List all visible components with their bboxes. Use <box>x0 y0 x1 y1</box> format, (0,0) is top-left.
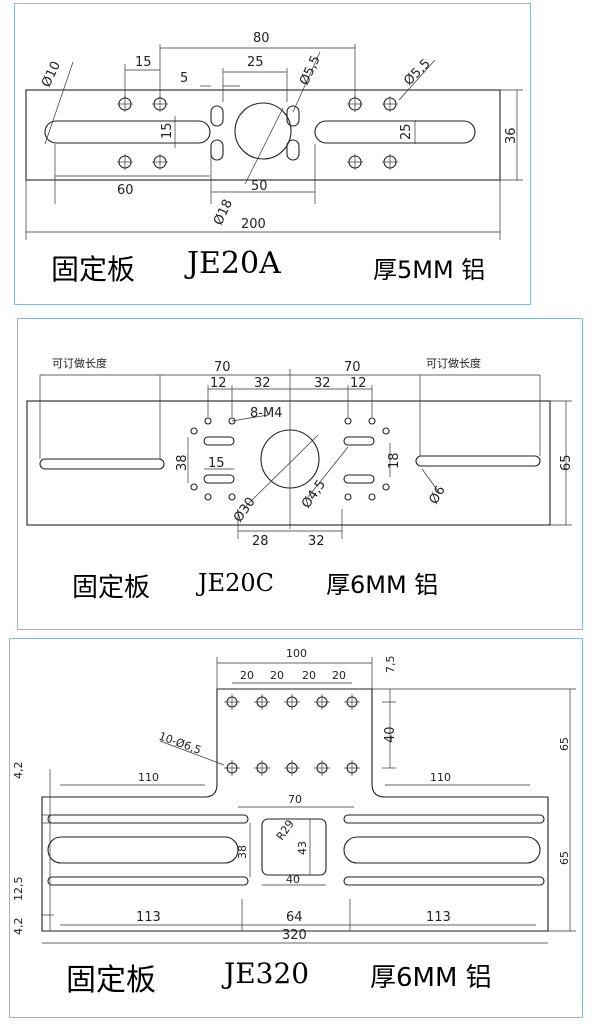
dim-5: 5 <box>180 71 188 86</box>
left-slot <box>39 458 165 470</box>
dim-phi10: Ø10 <box>39 59 64 90</box>
dim-320: 320 <box>282 928 307 943</box>
dim-20-b: 20 <box>270 669 284 682</box>
dim-64: 64 <box>286 910 303 925</box>
dim-v43: 43 <box>296 841 309 855</box>
drawing-je320: 100 20 20 20 20 7,5 10-Ø6,5 40 65 4,2 11… <box>12 647 576 944</box>
dim-v65-bottom: 65 <box>558 851 571 865</box>
dim-phi30: Ø30 <box>231 495 259 526</box>
dim-15: 15 <box>208 456 225 471</box>
panel-je20c: 可订做长度 可订做长度 70 70 12 32 32 12 8-M4 38 15… <box>17 318 583 630</box>
label-8-m4: 8-M4 <box>250 406 282 421</box>
dim-v36: 36 <box>504 127 519 144</box>
m4-holes <box>190 417 390 501</box>
dim-phi6: Ø6 <box>426 483 448 507</box>
panel-je20a: 80 15 25 5 Ø10 Ø5,5 Ø5,5 15 25 36 60 50 … <box>14 3 531 305</box>
dim-phi18: Ø18 <box>211 197 236 228</box>
adjustable-length-left: 可订做长度 <box>52 356 107 370</box>
dim-v38: 38 <box>175 454 190 471</box>
center-hole <box>234 102 292 160</box>
left-slot <box>44 120 211 144</box>
dim-v38: 38 <box>236 845 249 859</box>
plate-outline <box>41 688 549 932</box>
drawing-je20a: 80 15 25 5 Ø10 Ø5,5 Ø5,5 15 25 36 60 50 … <box>25 31 523 240</box>
dim-113-right: 113 <box>426 910 451 925</box>
long-slots <box>47 814 545 886</box>
dim-15: 15 <box>135 55 152 70</box>
dim-200: 200 <box>241 217 266 232</box>
dim-phi45: Ø4,5 <box>299 477 329 511</box>
label-holes: 10-Ø6,5 <box>157 730 203 757</box>
plate-title: 固定板 <box>72 573 151 603</box>
panel-je320: 100 20 20 20 20 7,5 10-Ø6,5 40 65 4,2 11… <box>9 638 583 1018</box>
model-name: JE320 <box>224 957 310 990</box>
dim-70-left: 70 <box>214 360 231 375</box>
dim-12-5: 12,5 <box>12 877 25 902</box>
plate-title: 固定板 <box>51 253 136 286</box>
dim-25: 25 <box>247 55 264 70</box>
dim-12-left: 12 <box>210 376 227 391</box>
plate-outline <box>25 89 501 181</box>
dim-v18: 18 <box>387 452 402 469</box>
model-name: JE20C <box>198 569 275 597</box>
dim-32-left: 32 <box>254 376 271 391</box>
dim-110-left: 110 <box>138 771 159 784</box>
dim-12-right: 12 <box>350 376 367 391</box>
dim-70: 70 <box>288 793 302 806</box>
inner-slots <box>203 436 375 484</box>
plate-outline <box>26 400 551 526</box>
dim-32-bottom: 32 <box>308 534 325 549</box>
dim-28: 28 <box>252 534 269 549</box>
plate-title: 固定板 <box>66 963 156 998</box>
thickness-spec: 厚5MM 铝 <box>373 256 486 284</box>
dim-20-c: 20 <box>302 669 316 682</box>
dim-4-2-top: 4,2 <box>12 762 25 780</box>
dim-7-5: 7,5 <box>384 656 397 674</box>
thickness-spec: 厚6MM 铝 <box>370 963 492 993</box>
dim-100: 100 <box>286 647 307 660</box>
dim-v40: 40 <box>383 726 398 743</box>
dim-110-right: 110 <box>430 771 451 784</box>
dim-v65-top: 65 <box>558 737 571 751</box>
drawing-je20c: 可订做长度 可订做长度 70 70 12 32 32 12 8-M4 38 15… <box>26 356 574 549</box>
thickness-spec: 厚6MM 铝 <box>326 571 439 599</box>
dim-20-a: 20 <box>240 669 254 682</box>
dim-50: 50 <box>251 179 268 194</box>
dim-60: 60 <box>117 183 134 198</box>
right-slot <box>415 455 541 467</box>
mount-holes <box>224 694 360 776</box>
dim-v65: 65 <box>559 454 574 471</box>
right-slot <box>314 120 476 144</box>
dim-113-left: 113 <box>136 910 161 925</box>
dim-70-right: 70 <box>344 360 361 375</box>
model-name: JE20A <box>187 246 281 281</box>
dim-32-right: 32 <box>314 376 331 391</box>
dim-4-2-bottom: 4,2 <box>12 918 25 936</box>
inner-slots <box>210 105 300 161</box>
dim-v15: 15 <box>160 122 175 139</box>
dim-80: 80 <box>253 31 270 46</box>
dim-40: 40 <box>286 873 300 886</box>
dim-phi55-left: Ø5,5 <box>297 53 324 87</box>
dim-v25: 25 <box>399 123 414 140</box>
dim-20-d: 20 <box>332 669 346 682</box>
dim-phi55-right: Ø5,5 <box>401 56 433 88</box>
adjustable-length-right: 可订做长度 <box>426 356 481 370</box>
center-cutout <box>261 818 327 876</box>
dim-r29: R29 <box>274 818 297 843</box>
